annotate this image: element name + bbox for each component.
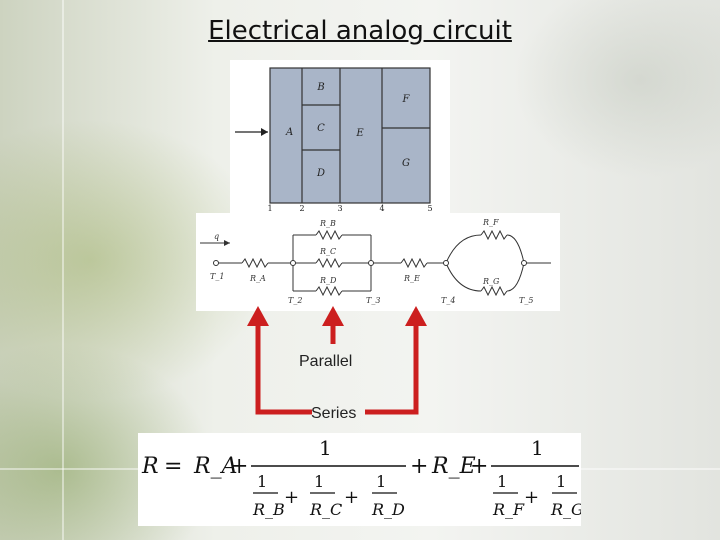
formula-rb: R_B [252,500,285,519]
temperature-label: T_1 [210,272,224,281]
wall-body [269,67,431,204]
resistor-rg [480,285,508,297]
node-label: 2 [299,204,304,213]
series-arrow-left [255,322,312,415]
formula-plus: + [230,454,248,479]
series-label: Series [311,405,357,422]
circuit-diagram: q R_A R_B R_C R_D R_E R_F R_G T_1 T_2 T_… [200,218,551,305]
flux-label: q [214,232,219,241]
formula-ra: R_A [193,454,237,479]
series-arrowhead-right [405,306,427,326]
temperature-label: T_3 [366,296,380,305]
slide-title: Electrical analog circuit [208,16,512,46]
formula-one: 1 [531,436,544,460]
parallel-arrowhead [322,306,344,326]
node-label: 4 [379,204,384,213]
formula-one: 1 [319,436,332,460]
formula-rc: R_C [309,500,342,519]
resistor-rd [315,285,343,297]
formula-plus: + [344,487,359,508]
resistance-formula: R = R_A + 1 1 R_B + 1 R_C + 1 R_D + R_E … [141,436,584,519]
formula-re: R_E [431,454,476,479]
resistor-ra-label: R_A [249,274,266,283]
resistor-rb-label: R_B [319,219,336,228]
formula-plus: + [410,454,428,479]
resistor-rb [315,229,343,241]
resistor-rd-label: R_D [319,276,337,285]
resistor-rc [315,257,343,269]
formula-rd: R_D [371,500,405,519]
formula-one: 1 [314,472,324,491]
formula-plus: + [284,487,299,508]
formula-one: 1 [497,472,507,491]
region-b-label: B [316,82,324,93]
background-vertical-line [62,0,64,540]
resistor-rf-label: R_F [482,218,499,227]
series-arrow-right [365,322,419,415]
region-g-label: G [402,158,410,169]
region-e-label: E [355,128,364,139]
formula-one: 1 [257,472,267,491]
composite-wall-panel: A B C D E F G 1 2 3 4 5 [230,60,450,215]
parallel-label: Parallel [299,353,353,370]
resistor-rc-label: R_C [319,247,336,256]
circuit-panel: q R_A R_B R_C R_D R_E R_F R_G T_1 T_2 T_… [196,213,560,311]
formula-one: 1 [556,472,566,491]
resistor-ra [241,257,269,269]
temperature-label: T_5 [519,296,533,305]
formula-rg: R_G [550,500,581,519]
formula-lhs: R [141,454,159,479]
region-d-label: D [316,168,325,179]
formula-equals: = [164,454,182,479]
resistor-rf [480,229,508,241]
formula-plus: + [524,487,539,508]
node-label: 1 [267,204,272,213]
resistor-rg-label: R_G [482,277,500,286]
node-label: 5 [427,204,432,213]
region-f-label: F [402,94,411,105]
composite-wall-figure: A B C D E F G 1 2 3 4 5 [235,67,433,213]
formula-panel: R = R_A + 1 1 R_B + 1 R_C + 1 R_D + R_E … [138,433,584,526]
formula-rf: R_F [492,500,525,519]
resistor-re-label: R_E [403,274,420,283]
node-label: 3 [337,204,342,213]
formula-one: 1 [376,472,386,491]
resistor-re [400,257,428,269]
formula-plus: + [470,454,488,479]
temperature-label: T_4 [441,296,455,305]
region-a-label: A [285,127,293,138]
temperature-label: T_2 [288,296,302,305]
series-arrowhead-left [247,306,269,326]
region-c-label: C [317,123,325,134]
